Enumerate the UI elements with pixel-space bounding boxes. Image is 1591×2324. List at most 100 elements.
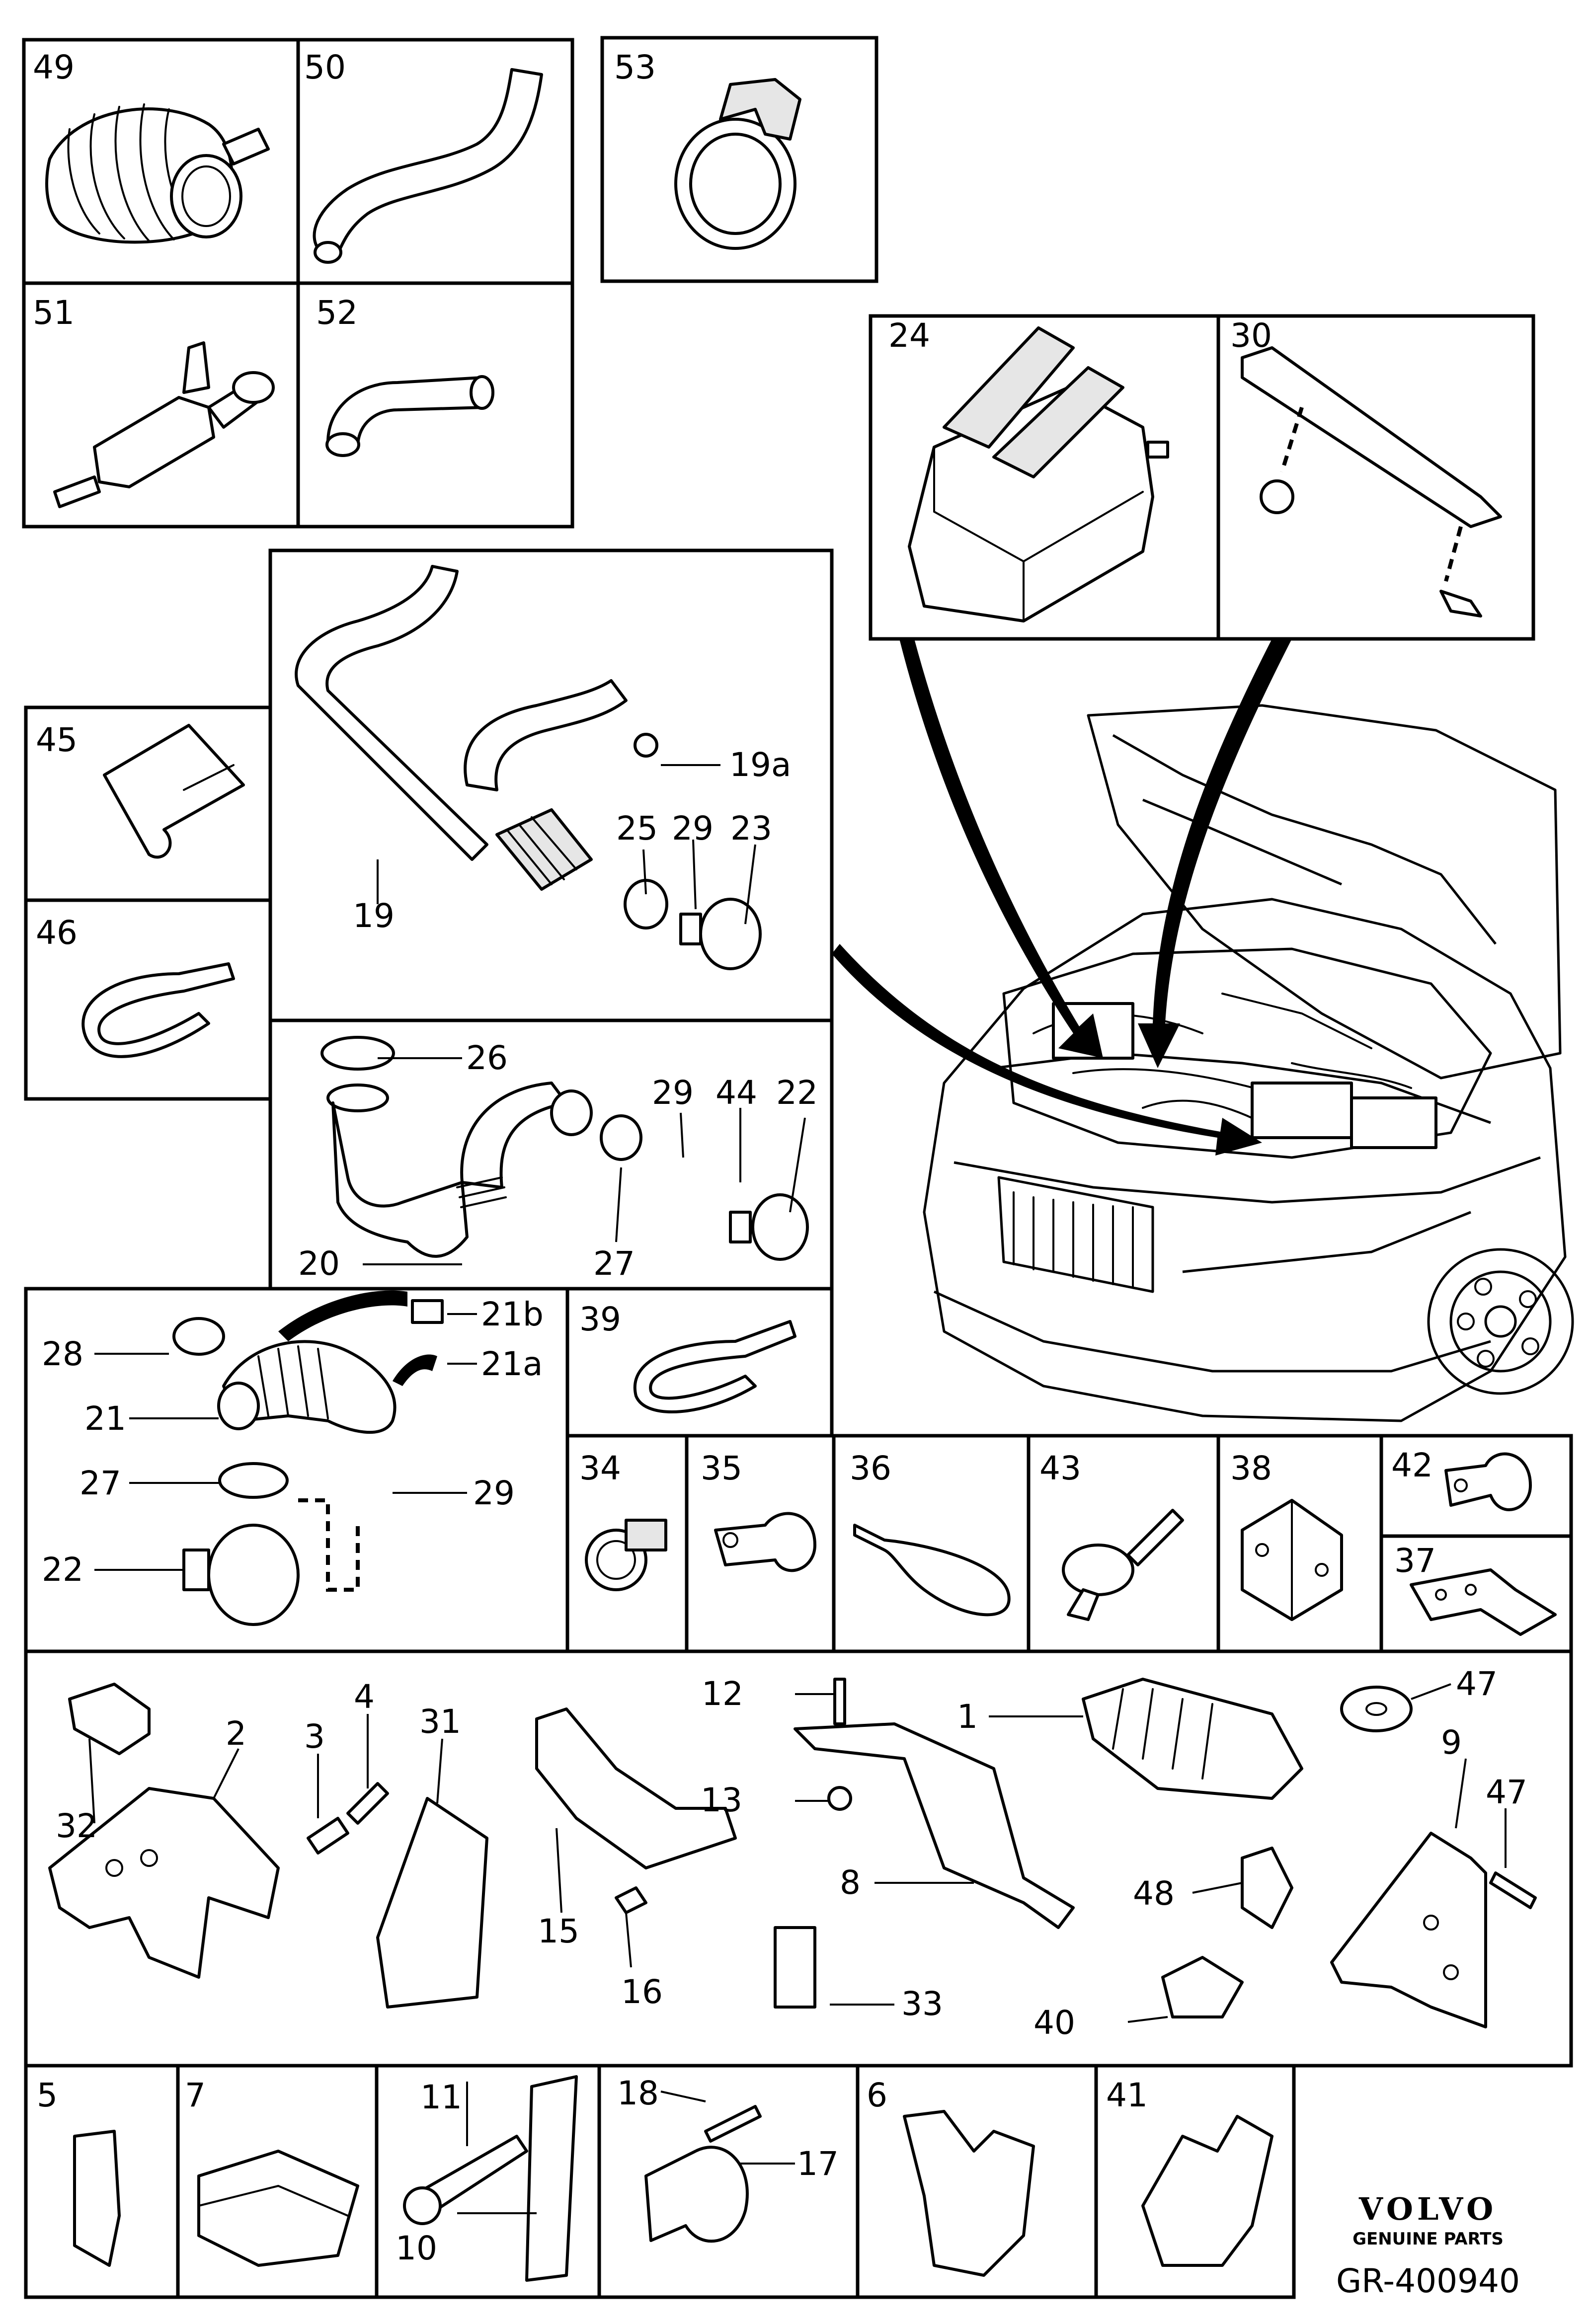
callout-43: 43 bbox=[1039, 1449, 1081, 1487]
part-45-clip bbox=[103, 724, 245, 859]
callout-20: 20 bbox=[298, 1244, 340, 1283]
callout-52: 52 bbox=[316, 294, 358, 332]
callout-50: 50 bbox=[304, 48, 346, 86]
callout-33: 33 bbox=[901, 1985, 943, 2023]
callout-35: 35 bbox=[701, 1449, 742, 1487]
callout-34: 34 bbox=[579, 1449, 621, 1487]
callout-32: 32 bbox=[56, 1807, 97, 1845]
callout-47-b: 47 bbox=[1486, 1773, 1527, 1811]
part-12 bbox=[833, 1678, 846, 1725]
callout-4: 4 bbox=[354, 1678, 375, 1716]
part-13 bbox=[827, 1786, 852, 1811]
callout-10: 10 bbox=[396, 2229, 437, 2267]
callout-22-b: 22 bbox=[42, 1550, 83, 1589]
callout-7: 7 bbox=[185, 2076, 206, 2114]
callout-27-a: 27 bbox=[593, 1244, 635, 1283]
callout-2: 2 bbox=[226, 1714, 246, 1753]
part-38-bracket bbox=[1241, 1499, 1343, 1621]
part-3 bbox=[307, 1817, 349, 1855]
car-hood bbox=[1087, 704, 1562, 1080]
bottom-row-parts bbox=[73, 2075, 1273, 2282]
callout-53: 53 bbox=[614, 48, 656, 86]
part-41 bbox=[1141, 2115, 1273, 2267]
part-7 bbox=[197, 2150, 359, 2267]
part-33 bbox=[774, 1926, 816, 2009]
callout-40: 40 bbox=[1034, 2004, 1075, 2042]
callout-25: 25 bbox=[616, 809, 658, 848]
part-32 bbox=[68, 1683, 151, 1755]
part-37-plate bbox=[1410, 1568, 1557, 1636]
callout-8: 8 bbox=[840, 1863, 861, 1902]
callout-5: 5 bbox=[37, 2076, 58, 2114]
callout-45: 45 bbox=[36, 721, 78, 759]
part-40 bbox=[1161, 1956, 1244, 2018]
panel-30 bbox=[1216, 314, 1535, 641]
callout-23: 23 bbox=[730, 809, 772, 848]
part-42-clip bbox=[1444, 1452, 1532, 1511]
part-21-duct bbox=[172, 1290, 444, 1626]
part-17 bbox=[644, 2146, 749, 2243]
callout-labels: 49 50 53 51 52 24 30 19a 25 29 23 19 45 … bbox=[33, 48, 1527, 2267]
callout-29-c: 29 bbox=[473, 1474, 515, 1512]
car-wheel bbox=[1427, 1248, 1574, 1395]
panel-46 bbox=[24, 898, 272, 1101]
callout-28: 28 bbox=[42, 1335, 83, 1373]
part-15 bbox=[535, 1707, 737, 1869]
part-34-clamp bbox=[585, 1519, 667, 1591]
callout-21b: 21b bbox=[481, 1295, 544, 1333]
callout-29-b: 29 bbox=[652, 1074, 694, 1112]
callout-3: 3 bbox=[304, 1717, 325, 1756]
callout-11: 11 bbox=[420, 2078, 462, 2116]
callout-29-a: 29 bbox=[672, 809, 714, 848]
branding: VOLVO GENUINE PARTS GR-400940 bbox=[1336, 2191, 1520, 2300]
part-2 bbox=[48, 1787, 280, 1979]
car-bumper bbox=[933, 1290, 1491, 1373]
callout-48: 48 bbox=[1133, 1874, 1175, 1913]
part-6 bbox=[903, 2110, 1035, 2277]
genuine-parts-label: GENUINE PARTS bbox=[1352, 2229, 1504, 2249]
panel-41 bbox=[1094, 2064, 1296, 2299]
part-51-valve bbox=[53, 341, 275, 508]
part-9 bbox=[1330, 1832, 1487, 2028]
callout-41: 41 bbox=[1106, 2076, 1148, 2114]
car-body bbox=[923, 898, 1567, 1422]
callout-39: 39 bbox=[579, 1300, 621, 1338]
callout-38: 38 bbox=[1230, 1449, 1272, 1487]
callout-24: 24 bbox=[888, 316, 930, 355]
callout-37: 37 bbox=[1394, 1542, 1436, 1580]
part-4 bbox=[346, 1782, 389, 1825]
callout-51: 51 bbox=[33, 294, 75, 332]
part-39-tie bbox=[633, 1320, 796, 1413]
part-36-tie bbox=[853, 1524, 1011, 1617]
part-24-air-cleaner bbox=[908, 326, 1169, 622]
part-52-hose bbox=[325, 375, 494, 457]
callout-15: 15 bbox=[538, 1912, 579, 1950]
diagram-reference: GR-400940 bbox=[1336, 2262, 1520, 2300]
callout-6: 6 bbox=[867, 2076, 887, 2114]
part-16 bbox=[615, 1886, 647, 1914]
callout-26: 26 bbox=[466, 1039, 508, 1077]
callout-31: 31 bbox=[419, 1703, 461, 1741]
part-5 bbox=[73, 2130, 121, 2267]
part-20-duct bbox=[320, 1036, 809, 1261]
car-illustration bbox=[923, 704, 1574, 1422]
callout-18: 18 bbox=[617, 2074, 659, 2112]
callout-27-b: 27 bbox=[80, 1464, 121, 1502]
callout-17: 17 bbox=[797, 2145, 839, 2183]
part-47-washer bbox=[1340, 1686, 1413, 1732]
part-8 bbox=[794, 1722, 1075, 1929]
callout-46: 46 bbox=[36, 914, 78, 952]
callout-36: 36 bbox=[850, 1449, 891, 1487]
callout-1: 1 bbox=[957, 1698, 978, 1736]
callout-19: 19 bbox=[353, 897, 395, 935]
callout-42: 42 bbox=[1391, 1446, 1433, 1484]
part-50-hose bbox=[313, 68, 543, 264]
part-1 bbox=[1082, 1678, 1303, 1800]
car-engine-bay bbox=[1002, 947, 1492, 1159]
leader-lines bbox=[88, 764, 1507, 2214]
callout-47-a: 47 bbox=[1456, 1665, 1498, 1703]
callout-9: 9 bbox=[1441, 1723, 1462, 1762]
callout-49: 49 bbox=[33, 48, 75, 86]
callout-44: 44 bbox=[716, 1074, 757, 1112]
